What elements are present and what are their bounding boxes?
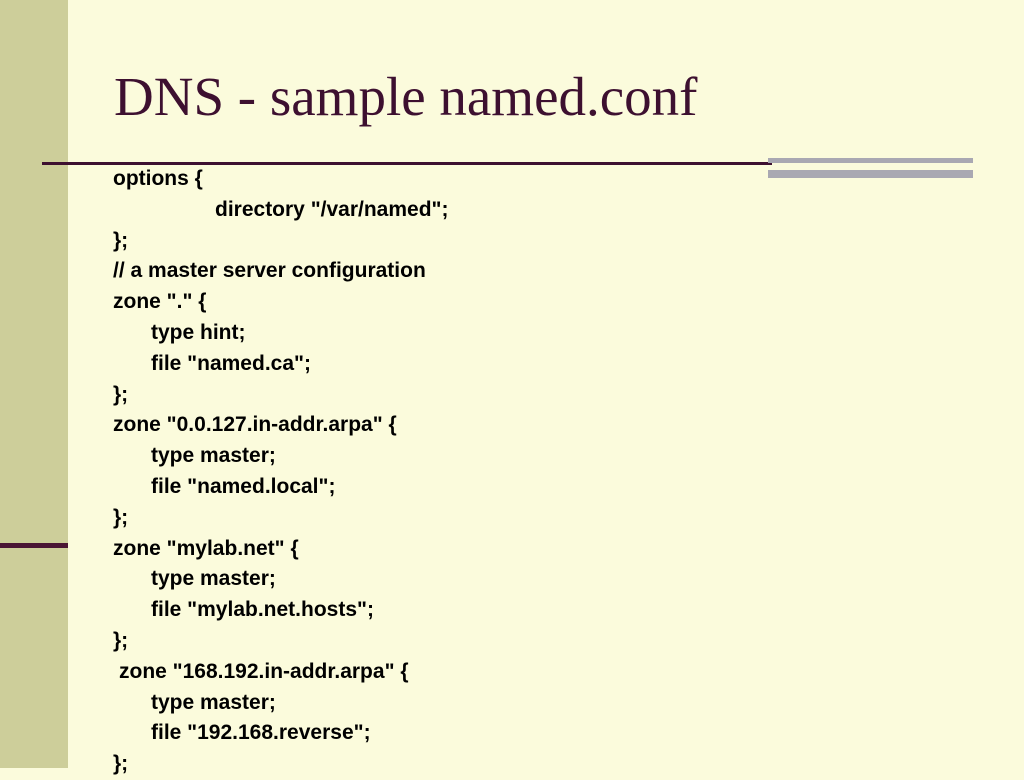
named-conf-code-block: options { directory "/var/named"; }; // …: [113, 164, 449, 780]
decorative-gray-bar-bottom: [768, 170, 973, 178]
left-decorative-band: [0, 0, 68, 768]
code-line: zone "." {: [113, 290, 207, 314]
title-divider-line: [42, 162, 772, 165]
code-line: file "named.ca";: [151, 351, 311, 375]
slide-title: DNS - sample named.conf: [114, 66, 698, 127]
code-line: type master;: [151, 444, 276, 468]
code-line: directory "/var/named";: [215, 197, 449, 221]
code-line: zone "mylab.net" {: [113, 536, 299, 560]
code-line: file "mylab.net.hosts";: [151, 598, 374, 622]
code-line: options {: [113, 167, 203, 190]
code-line: zone "0.0.127.in-addr.arpa" {: [113, 413, 397, 437]
code-line: };: [113, 628, 129, 652]
code-line: };: [113, 505, 129, 529]
code-line: type hint;: [151, 320, 246, 344]
left-accent-bar: [0, 543, 68, 548]
code-line: file "192.168.reverse";: [151, 721, 371, 745]
code-line: zone "168.192.in-addr.arpa" {: [119, 659, 409, 683]
code-line: type master;: [151, 690, 276, 714]
code-line: };: [113, 752, 129, 776]
code-line: };: [113, 382, 129, 406]
decorative-gray-bar-top: [768, 158, 973, 163]
code-line: };: [113, 228, 129, 252]
code-line: type master;: [151, 567, 276, 591]
code-line: // a master server configuration: [113, 259, 426, 283]
code-line: file "named.local";: [151, 474, 336, 498]
